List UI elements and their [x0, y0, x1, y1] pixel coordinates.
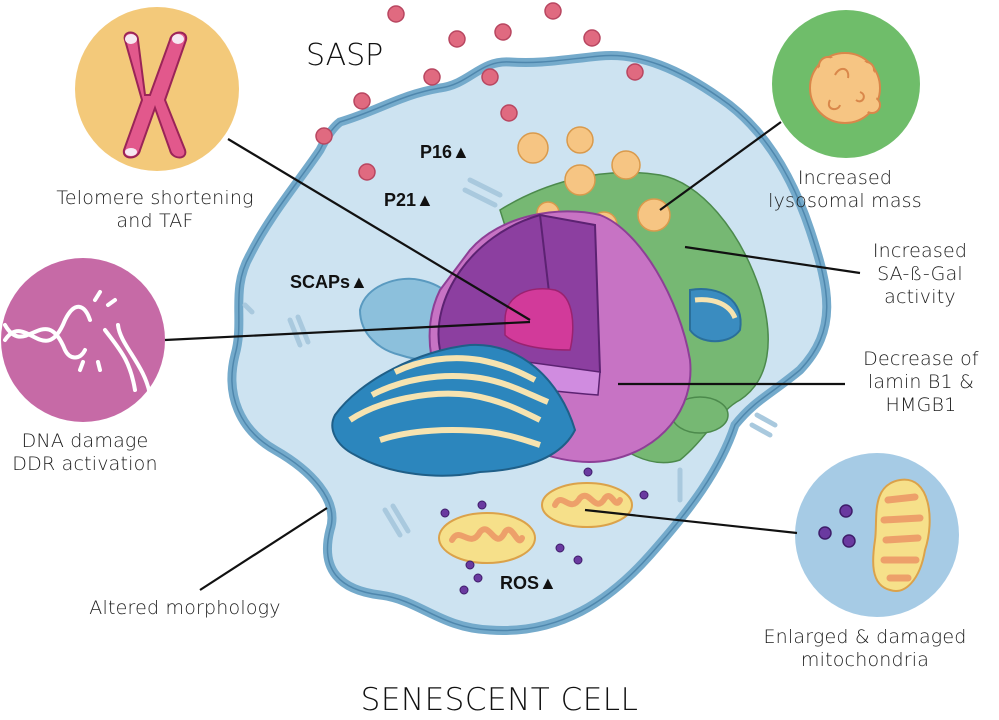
sa-beta-gal-label-line2: SA-ß-Gal — [877, 263, 963, 285]
dna-label-line1: DNA damage — [21, 430, 149, 452]
mitochondria-label: Enlarged & damaged mitochondria — [735, 626, 995, 672]
mitochondria — [438, 482, 633, 564]
lamin-label: Decrease of lamin B1 & HMGB1 — [848, 348, 994, 417]
lamin-label-line3: HMGB1 — [885, 394, 957, 416]
sa-beta-gal-label-line3: activity — [884, 286, 956, 308]
dna-circle — [1, 258, 165, 422]
lamin-label-line2: lamin B1 & — [867, 371, 975, 393]
lysosome-label: Increased lysosomal mass — [745, 167, 945, 213]
telomere-label-line1: Telomere shortening — [56, 187, 254, 209]
diagram-title: SENESCENT CELL — [360, 682, 639, 718]
ros-dots — [440, 467, 649, 595]
lysosome-icon — [809, 52, 881, 124]
p16-marker: P16▲ — [420, 142, 470, 162]
lysosome-label-line1: Increased — [797, 167, 893, 189]
scaps-marker: SCAPs▲ — [290, 272, 368, 292]
sasp-label: SASP — [306, 38, 384, 73]
ros-marker: ROS▲ — [500, 573, 557, 593]
chromosome-icon — [122, 31, 188, 159]
sa-beta-gal-label-line1: Increased — [872, 240, 968, 262]
dna-label-line2: DDR activation — [12, 453, 158, 475]
golgi-apparatus — [331, 343, 577, 477]
mitochondria-label-line2: mitochondria — [800, 649, 930, 671]
telomere-label-line2: and TAF — [116, 210, 194, 232]
dna-icon — [3, 290, 152, 397]
p21-marker: P21▲ — [384, 190, 434, 210]
lysosome-label-line2: lysosomal mass — [768, 190, 922, 212]
cytoskeleton-marks — [242, 177, 778, 538]
telomere-label: Telomere shortening and TAF — [10, 187, 300, 233]
morphology-label: Altered morphology — [50, 597, 320, 620]
dna-label: DNA damage DDR activation — [0, 430, 190, 476]
sasp-dots — [315, 2, 644, 181]
mitochondrion-icon — [818, 478, 931, 592]
lamin-label-line1: Decrease of — [863, 348, 979, 370]
morphology-label-line1: Altered morphology — [89, 597, 281, 619]
sa-beta-gal-label: Increased SA-ß-Gal activity — [850, 240, 990, 309]
mitochondria-label-line1: Enlarged & damaged — [763, 626, 967, 648]
